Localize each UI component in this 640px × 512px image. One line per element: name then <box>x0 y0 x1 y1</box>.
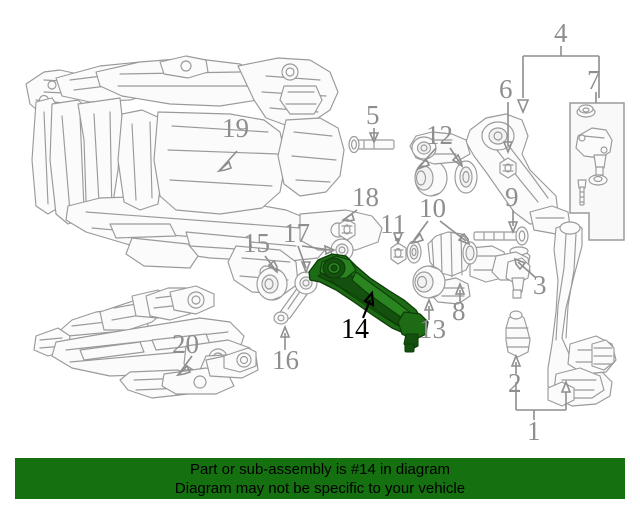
callout-label-16: 16 <box>272 345 299 375</box>
group-box-7 <box>569 102 625 241</box>
callout-label-13: 13 <box>419 314 446 344</box>
callout-16: 16 <box>272 324 299 375</box>
callout-8: 8 <box>452 281 466 326</box>
callout-label-4: 4 <box>554 18 568 48</box>
callout-label-9: 9 <box>505 182 519 212</box>
footer-banner: Part or sub-assembly is #14 in diagram D… <box>15 458 625 499</box>
callout-label-19: 19 <box>222 113 249 143</box>
callout-13: 13 <box>419 297 446 344</box>
callout-label-3: 3 <box>533 270 547 300</box>
part-front-subframe <box>25 55 383 295</box>
part-nut-6 <box>499 157 517 179</box>
callout-17: 17 <box>283 218 336 275</box>
callout-15: 15 <box>243 228 278 274</box>
part-bolt-5 <box>348 135 395 154</box>
callout-label-18: 18 <box>352 182 379 212</box>
callout-11: 11 <box>380 209 406 246</box>
part-tie-rod-assembly <box>427 231 531 305</box>
part-bolt-9 <box>473 226 529 246</box>
callout-6: 6 <box>499 74 514 155</box>
callout-12: 12 <box>415 120 464 171</box>
part-nut-11 <box>390 242 407 265</box>
part-nut-18 <box>338 218 356 241</box>
callout-label-10: 10 <box>419 193 446 223</box>
part-clamp-10 <box>406 240 422 264</box>
part-bump-stop-2 <box>505 310 531 358</box>
footer-line-2: Diagram may not be specific to your vehi… <box>174 479 466 497</box>
callout-14: 14 <box>341 290 375 345</box>
callout-label-8: 8 <box>452 296 466 326</box>
callout-label-12: 12 <box>426 120 453 150</box>
callout-5: 5 <box>366 100 380 144</box>
callout-label-15: 15 <box>243 228 270 258</box>
callout-label-7: 7 <box>587 65 601 95</box>
footer-line-1: Part or sub-assembly is #14 in diagram <box>189 460 451 478</box>
callout-10: 10 <box>409 193 471 246</box>
callout-label-1: 1 <box>527 416 541 446</box>
callout-label-5: 5 <box>366 100 380 130</box>
callout-label-14: 14 <box>341 314 369 345</box>
part-steering-knuckle <box>547 221 617 407</box>
callout-label-2: 2 <box>508 368 522 398</box>
part-bushing-13 <box>412 265 446 299</box>
callout-1: 1 <box>515 379 572 446</box>
callout-label-6: 6 <box>499 74 513 104</box>
callout-18: 18 <box>340 182 379 222</box>
callout-4: 4 <box>516 18 600 115</box>
part-washer-12 <box>454 160 478 194</box>
callout-9: 9 <box>505 182 519 235</box>
callout-3: 3 <box>513 257 547 300</box>
callout-19: 19 <box>216 113 249 173</box>
callout-label-20: 20 <box>172 329 199 359</box>
callout-label-11: 11 <box>380 209 406 239</box>
callout-2: 2 <box>508 353 522 398</box>
callout-20: 20 <box>172 329 199 377</box>
part-bushing-15 <box>256 267 288 301</box>
part-engine-cradle-brace <box>33 285 259 399</box>
callout-7: 7 <box>587 65 601 103</box>
callout-label-17: 17 <box>283 218 310 248</box>
